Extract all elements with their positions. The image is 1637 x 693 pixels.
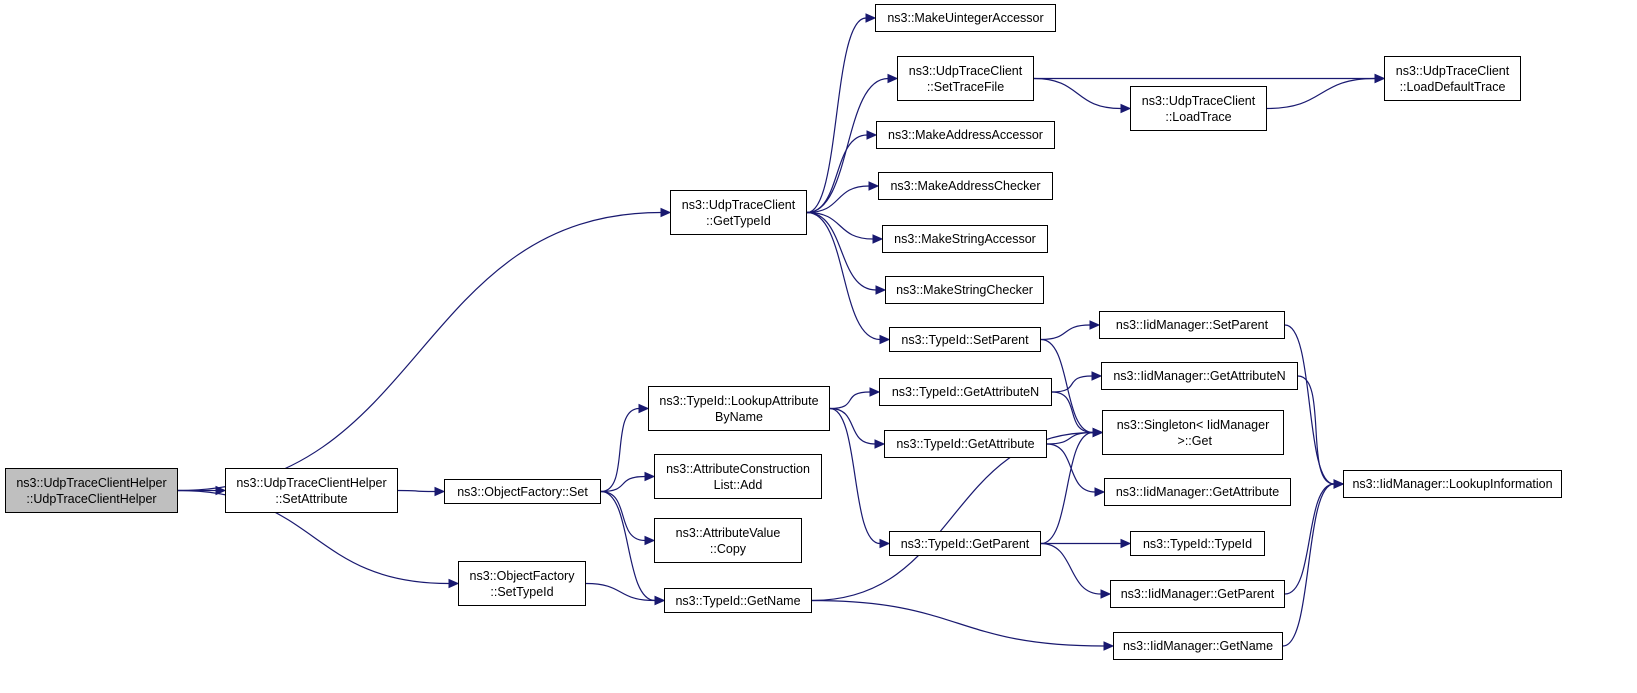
edge-objfactory-set-to-typeid-lookupattr	[600, 403, 650, 493]
node-attrval-copy[interactable]: ns3::AttributeValue ::Copy	[654, 518, 802, 563]
node-client-loaddefault[interactable]: ns3::UdpTraceClient ::LoadDefaultTrace	[1384, 56, 1521, 101]
edge-client-settracefile-to-client-loadtrace	[1033, 77, 1132, 114]
edge-client-gettypeid-to-make-str-chk	[806, 211, 887, 295]
node-typeid-lookupattr[interactable]: ns3::TypeId::LookupAttribute ByName	[648, 386, 830, 431]
edge-typeid-getname-to-iid-getname	[811, 599, 1115, 651]
node-helper-setattr[interactable]: ns3::UdpTraceClientHelper ::SetAttribute	[225, 468, 398, 513]
node-typeid-getattrn[interactable]: ns3::TypeId::GetAttributeN	[879, 378, 1052, 406]
edge-objfactory-settypeid-to-typeid-getname	[585, 582, 666, 606]
edge-typeid-lookupattr-to-typeid-getattrn	[829, 387, 881, 410]
node-objfactory-set[interactable]: ns3::ObjectFactory::Set	[444, 479, 601, 504]
node-make-addr-acc[interactable]: ns3::MakeAddressAccessor	[876, 121, 1055, 149]
node-iid-getparent[interactable]: ns3::IidManager::GetParent	[1110, 580, 1285, 608]
node-typeid-getattr[interactable]: ns3::TypeId::GetAttribute	[884, 430, 1047, 458]
edge-client-loadtrace-to-client-loaddefault	[1266, 73, 1386, 110]
edge-iid-getparent-to-iid-lookupinfo	[1284, 479, 1345, 595]
edge-client-gettypeid-to-make-str-acc	[806, 211, 884, 244]
edge-typeid-lookupattr-to-typeid-getattr	[829, 407, 886, 449]
edge-client-gettypeid-to-make-addr-acc	[806, 130, 878, 214]
node-iid-getattrn[interactable]: ns3::IidManager::GetAttributeN	[1101, 362, 1298, 390]
edge-typeid-setparent-to-iid-setparent	[1040, 320, 1101, 341]
edge-root-to-client-gettypeid	[177, 207, 672, 492]
node-iid-lookupinfo[interactable]: ns3::IidManager::LookupInformation	[1343, 470, 1562, 498]
edge-objfactory-set-to-attrcons-add	[600, 471, 656, 493]
node-typeid-setparent[interactable]: ns3::TypeId::SetParent	[889, 327, 1041, 352]
edge-typeid-getparent-to-iid-getparent	[1040, 542, 1112, 599]
node-iid-setparent[interactable]: ns3::IidManager::SetParent	[1099, 311, 1285, 339]
node-make-uint-acc[interactable]: ns3::MakeUintegerAccessor	[875, 4, 1056, 32]
node-client-loadtrace[interactable]: ns3::UdpTraceClient ::LoadTrace	[1130, 86, 1267, 131]
edge-client-gettypeid-to-make-addr-chk	[806, 181, 880, 214]
node-root: ns3::UdpTraceClientHelper ::UdpTraceClie…	[5, 468, 178, 513]
edge-client-settracefile-to-client-loaddefault	[1034, 73, 1386, 84]
edge-typeid-getparent-to-singleton-get	[1040, 427, 1104, 545]
node-client-settracefile[interactable]: ns3::UdpTraceClient ::SetTraceFile	[897, 56, 1034, 101]
edge-helper-setattr-to-objfactory-set	[397, 486, 446, 497]
edge-typeid-getattrn-to-iid-getattrn	[1051, 371, 1103, 393]
node-objfactory-settypeid[interactable]: ns3::ObjectFactory ::SetTypeId	[458, 561, 586, 606]
edge-objfactory-set-to-attrval-copy	[600, 490, 656, 546]
node-make-str-acc[interactable]: ns3::MakeStringAccessor	[882, 225, 1048, 253]
edge-iid-getname-to-iid-lookupinfo	[1282, 479, 1345, 647]
edge-typeid-getparent-to-typeid-typeid	[1041, 538, 1132, 549]
node-make-str-chk[interactable]: ns3::MakeStringChecker	[885, 276, 1044, 304]
edge-client-gettypeid-to-typeid-setparent	[806, 211, 891, 345]
node-typeid-typeid[interactable]: ns3::TypeId::TypeId	[1130, 531, 1265, 556]
edge-iid-getattrn-to-iid-lookupinfo	[1297, 375, 1345, 489]
node-singleton-get[interactable]: ns3::Singleton< IidManager >::Get	[1102, 410, 1284, 455]
edge-client-gettypeid-to-make-uint-acc	[806, 13, 877, 214]
edge-typeid-lookupattr-to-typeid-getparent	[829, 407, 891, 549]
node-iid-getname[interactable]: ns3::IidManager::GetName	[1113, 632, 1283, 660]
node-typeid-getname[interactable]: ns3::TypeId::GetName	[664, 588, 812, 613]
node-typeid-getparent[interactable]: ns3::TypeId::GetParent	[889, 531, 1041, 556]
node-iid-getattr[interactable]: ns3::IidManager::GetAttribute	[1104, 478, 1291, 506]
node-attrcons-add[interactable]: ns3::AttributeConstruction List::Add	[654, 454, 822, 499]
node-client-gettypeid[interactable]: ns3::UdpTraceClient ::GetTypeId	[670, 190, 807, 235]
node-make-addr-chk[interactable]: ns3::MakeAddressChecker	[878, 172, 1053, 200]
